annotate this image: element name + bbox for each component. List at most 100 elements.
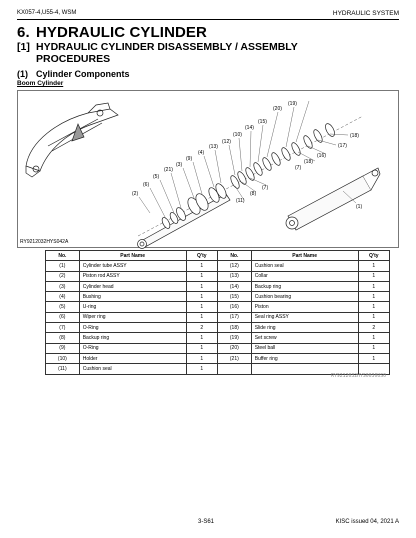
callout-18-bottom: (18)	[304, 159, 313, 165]
cell-no: (5)	[45, 301, 80, 313]
callout-10: (10)	[233, 132, 242, 138]
cell-qty: 1	[185, 291, 218, 303]
cell-part-name: Holder	[78, 352, 187, 365]
cell-part-name-2: Backup ring	[250, 280, 359, 293]
cell-part-name: Piston rod ASSY	[78, 270, 187, 282]
cell-part-name-2: Set screw	[250, 332, 359, 344]
cell-qty-2	[357, 363, 390, 375]
callout-6: (6)	[143, 182, 149, 188]
cell-no-2: (18)	[216, 322, 252, 334]
cell-qty: 1	[185, 332, 218, 344]
col-header-qty: Q'ty	[185, 249, 218, 262]
cell-no-2: (21)	[216, 352, 252, 365]
callout-11: (11)	[236, 198, 245, 204]
cell-qty-2: 1	[357, 301, 390, 313]
col-header-qty-2: Q'ty	[357, 249, 390, 262]
boom-cylinder-figure: (2) (6) (5) (21) (3) (9) (4) (13) (12) (…	[17, 90, 399, 249]
subsubsection-number: (1)	[17, 69, 28, 79]
callout-7-left: (7)	[262, 185, 268, 191]
callout-9: (9)	[186, 156, 192, 162]
col-header-part-name-2: Part Name	[250, 249, 359, 262]
cell-part-name-2: Cushion bearing	[250, 291, 359, 303]
subsection-title-line1: HYDRAULIC CYLINDER DISASSEMBLY / ASSEMBL…	[36, 41, 298, 53]
callout-18-top: (18)	[350, 133, 359, 139]
cell-part-name: Wiper ring	[78, 311, 187, 324]
cell-qty: 1	[185, 270, 218, 282]
section-heading: 6. HYDRAULIC CYLINDER	[17, 24, 207, 41]
cell-no: (2)	[45, 270, 80, 282]
cell-part-name: O-Ring	[78, 342, 187, 354]
cell-part-name: Bushing	[78, 291, 187, 303]
cell-part-name-2: Collar	[250, 270, 359, 282]
cell-qty-2: 2	[357, 322, 390, 334]
cell-no-2: (14)	[216, 280, 252, 293]
cell-no: (10)	[45, 352, 80, 365]
cell-qty: 1	[185, 311, 218, 324]
subsubsection-title: Cylinder Components	[36, 69, 130, 79]
excavator-arm-illustration	[25, 102, 119, 178]
callout-14: (14)	[245, 125, 254, 131]
cylinder-tube	[285, 167, 381, 231]
cell-qty: 1	[185, 352, 218, 365]
section-title: HYDRAULIC CYLINDER	[36, 24, 207, 41]
cell-qty: 2	[185, 322, 218, 334]
cell-no: (1)	[45, 260, 80, 272]
cell-qty-2: 1	[357, 280, 390, 293]
cell-qty-2: 1	[357, 260, 390, 272]
cell-qty-2: 1	[357, 291, 390, 303]
cell-qty-2: 1	[357, 270, 390, 282]
cell-qty: 1	[185, 260, 218, 272]
cell-qty-2: 1	[357, 352, 390, 365]
cell-qty: 1	[185, 363, 218, 375]
cell-no-2: (12)	[216, 260, 252, 272]
callout-8: (8)	[250, 191, 256, 197]
cell-part-name-2	[250, 363, 359, 375]
table-header-row: No. Part Name Q'ty No. Part Name Q'ty	[45, 249, 390, 262]
figure-title: Boom Cylinder	[17, 80, 64, 87]
callout-15: (15)	[258, 119, 267, 125]
callout-2: (2)	[132, 191, 138, 197]
callout-leaders	[138, 100, 357, 220]
exploded-view-drawing: (2) (6) (5) (21) (3) (9) (4) (13) (12) (…	[25, 100, 381, 249]
callout-12: (12)	[222, 139, 231, 145]
page-number: 3-S61	[198, 519, 215, 525]
cell-part-name-2: Piston	[250, 301, 359, 313]
cell-part-name: U-ring	[78, 301, 187, 313]
callout-13: (13)	[209, 144, 218, 150]
callout-7-right: (7)	[295, 165, 301, 171]
section-number: 6.	[17, 24, 30, 41]
cell-no: (7)	[45, 322, 80, 334]
cell-no: (8)	[45, 332, 80, 344]
cell-no: (6)	[45, 311, 80, 324]
cell-qty-2: 1	[357, 311, 390, 324]
callout-16: (16)	[317, 153, 326, 159]
subsection-number: [1]	[17, 41, 30, 53]
page-header-left: KX057-4,U55-4, WSM	[17, 10, 77, 16]
cell-part-name-2: Steel ball	[250, 342, 359, 354]
figure-caption: RY9212032HYS042A	[20, 239, 69, 245]
cell-no-2: (19)	[216, 332, 252, 344]
callout-5: (5)	[153, 174, 159, 180]
cell-qty-2: 1	[357, 342, 390, 354]
seal-parts	[161, 123, 335, 229]
col-header-part-name: Part Name	[78, 249, 187, 262]
cell-qty: 1	[185, 280, 218, 293]
cell-part-name-2: Buffer ring	[250, 352, 359, 365]
col-header-no: No.	[45, 249, 80, 262]
cell-part-name: Cushion seal	[78, 363, 187, 375]
cell-part-name: O-Ring	[78, 322, 187, 334]
cell-qty: 1	[185, 342, 218, 354]
callout-19: (19)	[288, 101, 297, 107]
col-header-no-2: No.	[216, 249, 252, 262]
cell-no: (4)	[45, 291, 80, 303]
page-header-right: HYDRAULIC SYSTEM	[332, 10, 399, 17]
